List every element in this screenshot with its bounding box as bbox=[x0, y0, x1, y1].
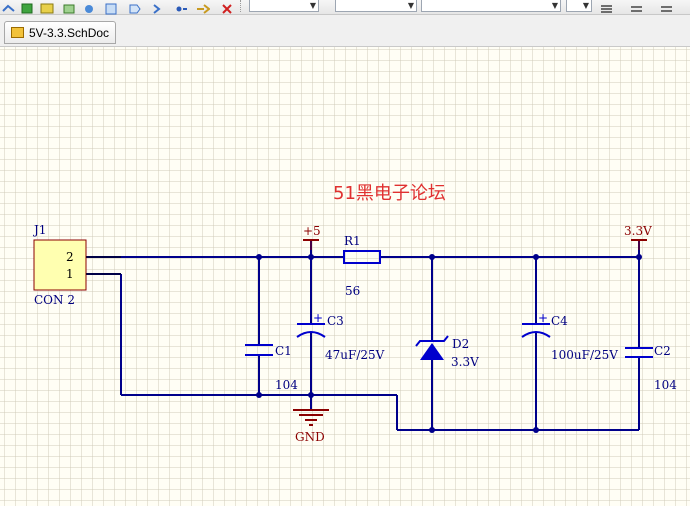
zener-diode-d2[interactable]: D2 3.3V bbox=[415, 335, 479, 369]
tab-schematic-document[interactable]: 5V-3.3.SchDoc bbox=[4, 21, 117, 44]
capacitor-c3[interactable]: + C3 47uF/25V bbox=[296, 311, 385, 362]
bus-icon[interactable] bbox=[20, 0, 34, 14]
power-port-5v[interactable]: +5 bbox=[303, 224, 321, 250]
c1-value: 104 bbox=[275, 378, 298, 392]
c2-designator: C2 bbox=[654, 344, 671, 358]
junctions bbox=[256, 254, 642, 433]
chevron-down-icon: ▼ bbox=[551, 1, 558, 10]
capacitor-c2[interactable]: C2 104 bbox=[625, 344, 677, 392]
junction-dot bbox=[256, 392, 262, 398]
c3-plate-curved bbox=[296, 331, 326, 338]
schematic-title: 51黑电子论坛 bbox=[333, 183, 446, 204]
document-tab-bar: 5V-3.3.SchDoc bbox=[0, 15, 690, 47]
c4-designator: C4 bbox=[551, 314, 568, 328]
d2-designator: D2 bbox=[452, 337, 469, 351]
r1-value: 56 bbox=[345, 284, 360, 298]
directive-icon[interactable] bbox=[196, 0, 211, 14]
schematic-canvas[interactable]: 51黑电子论坛 bbox=[0, 47, 690, 506]
junction-dot bbox=[308, 254, 314, 260]
d2-cathode bbox=[415, 335, 449, 347]
d2-value: 3.3V bbox=[451, 355, 479, 369]
j1-pin-2: 2 bbox=[66, 250, 74, 264]
more-icon[interactable] bbox=[630, 0, 644, 12]
list-icon[interactable] bbox=[600, 0, 614, 13]
c4-plate-curved bbox=[521, 331, 551, 338]
c3-designator: C3 bbox=[327, 314, 344, 328]
c4-value: 100uF/25V bbox=[551, 348, 618, 362]
wire-icon[interactable] bbox=[2, 0, 16, 12]
junction-dot bbox=[533, 427, 539, 433]
part-icon[interactable] bbox=[40, 0, 54, 14]
r1-body bbox=[343, 250, 381, 264]
resistor-r1[interactable]: R1 56 bbox=[343, 234, 381, 298]
toolbar-combo-1[interactable]: ▼ bbox=[249, 0, 319, 12]
wires bbox=[86, 240, 640, 431]
c3-value: 47uF/25V bbox=[325, 348, 385, 362]
sheet-icon[interactable] bbox=[104, 0, 118, 15]
toolbar-combo-4[interactable]: ▼ bbox=[566, 0, 592, 12]
j1-comment: CON 2 bbox=[34, 293, 75, 307]
junction-dot bbox=[308, 392, 314, 398]
schematic-drawing: 51黑电子论坛 bbox=[32, 183, 677, 444]
net-label-icon[interactable] bbox=[62, 0, 76, 14]
junction-dot bbox=[533, 254, 539, 260]
port-icon[interactable] bbox=[128, 0, 142, 14]
chevron-down-icon: ▼ bbox=[407, 1, 414, 10]
capacitor-c4[interactable]: + C4 100uF/25V bbox=[521, 311, 618, 362]
toolbar-separator bbox=[240, 0, 243, 12]
j1-pin-1: 1 bbox=[66, 267, 74, 281]
connector-j1[interactable]: J1 2 1 CON 2 bbox=[32, 223, 121, 307]
d2-triangle bbox=[420, 343, 444, 360]
toolbar-combo-3[interactable]: ▼ bbox=[421, 0, 561, 12]
junction-dot bbox=[429, 254, 435, 260]
capacitor-c1[interactable]: C1 104 bbox=[245, 344, 298, 392]
junction-dot bbox=[429, 427, 435, 433]
main-toolbar: ▼ ▼ ▼ ▼ bbox=[0, 0, 690, 15]
power-port-icon[interactable] bbox=[82, 0, 96, 13]
j1-body bbox=[33, 239, 87, 291]
tab-label: 5V-3.3.SchDoc bbox=[29, 25, 110, 40]
power-3v3-label: 3.3V bbox=[624, 224, 652, 238]
c1-designator: C1 bbox=[275, 344, 292, 358]
gnd-label: GND bbox=[295, 430, 325, 444]
junction-dot bbox=[636, 254, 642, 260]
j1-designator: J1 bbox=[32, 223, 46, 237]
c4-polarity: + bbox=[538, 311, 548, 325]
c3-polarity: + bbox=[313, 311, 323, 325]
more-icon[interactable] bbox=[660, 0, 674, 12]
toolbar-combo-2[interactable]: ▼ bbox=[335, 0, 417, 12]
schematic-document-icon bbox=[11, 27, 24, 38]
ground-symbol[interactable]: GND bbox=[293, 409, 329, 444]
power-port-3v3[interactable]: 3.3V bbox=[624, 224, 652, 250]
delete-icon[interactable] bbox=[220, 0, 234, 14]
chevron-down-icon: ▼ bbox=[582, 1, 589, 10]
power-5v-label: +5 bbox=[303, 224, 321, 238]
chevron-down-icon: ▼ bbox=[309, 1, 316, 10]
c2-value: 104 bbox=[654, 378, 677, 392]
junction-icon[interactable] bbox=[150, 0, 164, 14]
directive-icon[interactable] bbox=[174, 0, 188, 12]
r1-designator: R1 bbox=[344, 234, 361, 248]
junction-dot bbox=[256, 254, 262, 260]
